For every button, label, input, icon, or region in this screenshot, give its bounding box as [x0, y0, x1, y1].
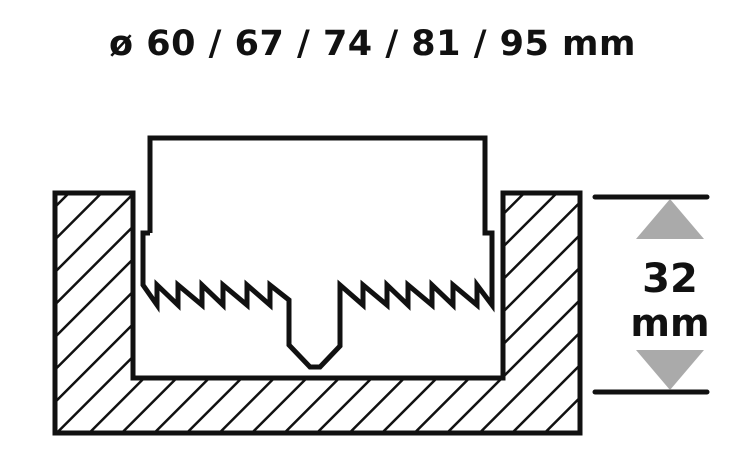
hole-saw-outline [140, 135, 495, 370]
depth-unit: mm [630, 301, 709, 345]
workpiece-hatched-section [52, 190, 583, 436]
arrow-up-icon [636, 199, 704, 239]
diameter-title: ø 60 / 67 / 74 / 81 / 95 mm [109, 24, 636, 64]
depth-value: 32 [642, 256, 698, 302]
arrow-down-icon [636, 350, 704, 390]
